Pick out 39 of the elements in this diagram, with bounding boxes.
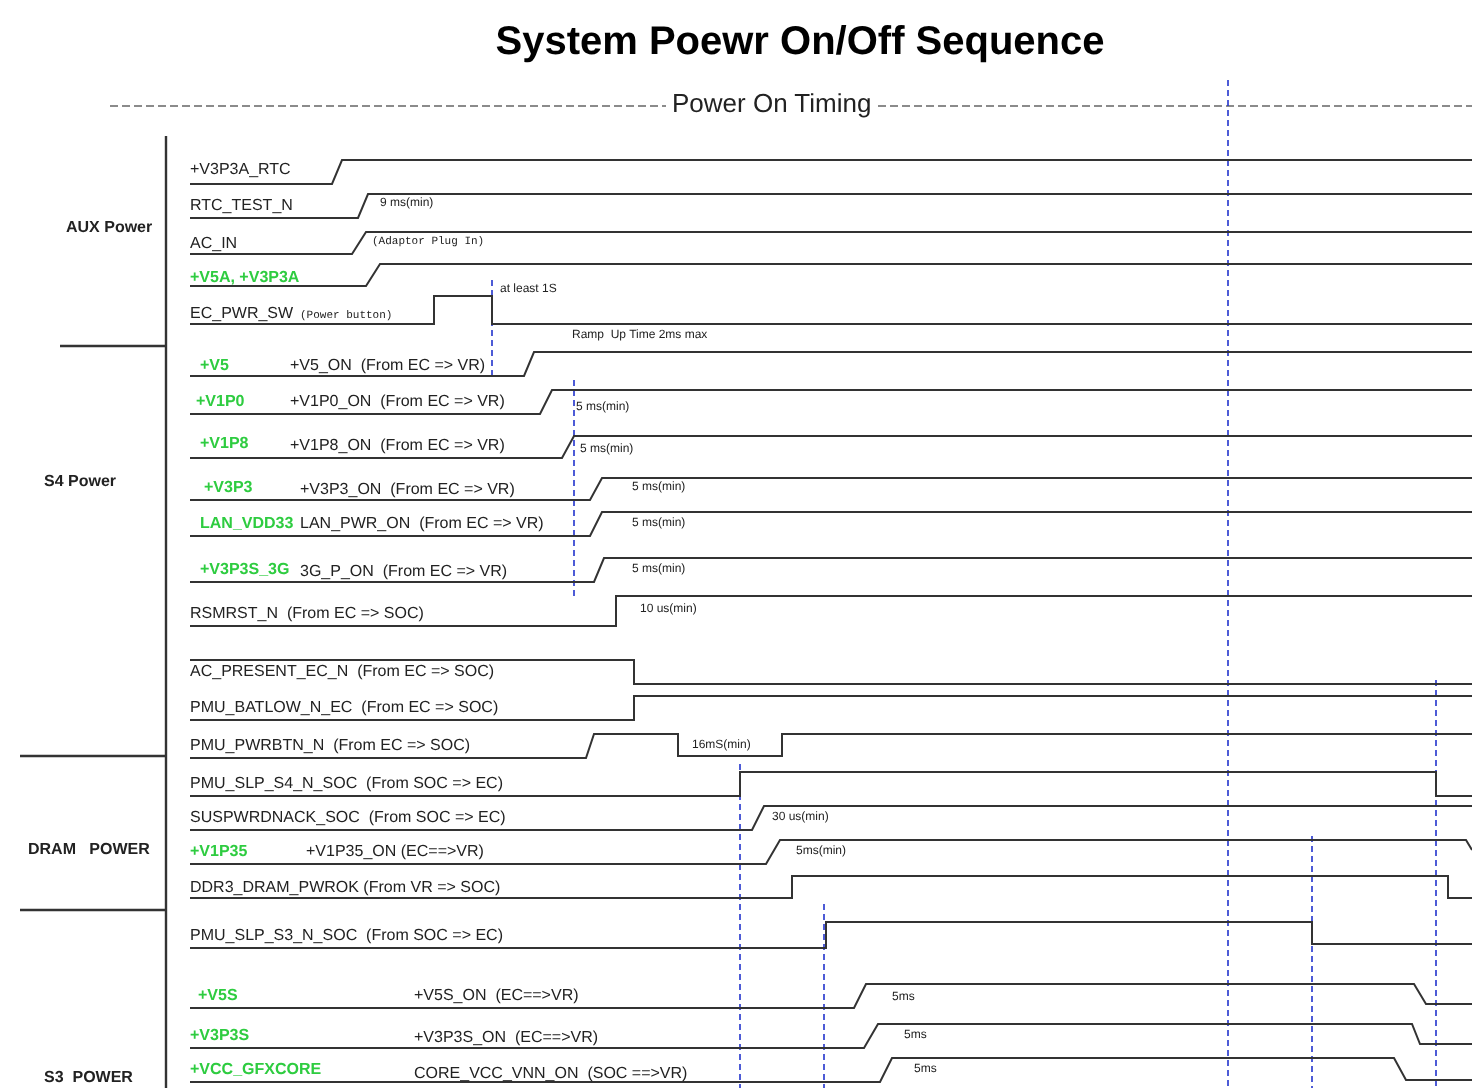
- signal-name: +V5S_ON (EC==>VR): [414, 988, 579, 1004]
- power-rail-name: +V3P3S_3G: [200, 562, 290, 578]
- group-label: AUX Power: [66, 220, 153, 236]
- signal-name: +V1P0_ON (From EC => VR): [290, 394, 505, 410]
- signal-name: RSMRST_N (From EC => SOC): [190, 606, 424, 622]
- section-heading: Power On Timing: [666, 90, 878, 116]
- group-label: DRAM POWER: [28, 842, 150, 858]
- power-rail-name: +V1P8: [200, 436, 249, 452]
- group-label: S4 Power: [44, 474, 117, 490]
- power-rail-name: +V5: [200, 358, 229, 374]
- signal-name: CORE_VCC_VNN_ON (SOC ==>VR): [414, 1066, 688, 1082]
- signal-name: LAN_PWR_ON (From EC => VR): [300, 516, 544, 532]
- signal-name: 3G_P_ON (From EC => VR): [300, 564, 508, 580]
- group-label: S3 POWER: [44, 1070, 133, 1086]
- power-rail-name: +V3P3: [204, 480, 253, 496]
- signal-name: AC_PRESENT_EC_N (From EC => SOC): [190, 664, 495, 680]
- signal-name: +V5_ON (From EC => VR): [290, 358, 486, 374]
- signal-name: +V3P3_ON (From EC => VR): [300, 482, 515, 498]
- power-rail-name: +V5S: [198, 988, 238, 1004]
- signal-name: EC_PWR_SW: [190, 306, 294, 322]
- signal-name: SUSPWRDNACK_SOC (From SOC => EC): [190, 810, 506, 826]
- signal-name: RTC_TEST_N: [190, 198, 293, 214]
- signal-name: +V1P35_ON (EC==>VR): [306, 844, 484, 860]
- power-rail-name: LAN_VDD33: [200, 516, 294, 532]
- signal-name: PMU_SLP_S4_N_SOC (From SOC => EC): [190, 776, 503, 792]
- power-rail-name: +V3P3S: [190, 1028, 250, 1044]
- signal-name: AC_IN: [190, 236, 238, 252]
- power-rail-name: +VCC_GFXCORE: [190, 1062, 322, 1078]
- signal-name: +V1P8_ON (From EC => VR): [290, 438, 505, 454]
- signal-name: PMU_BATLOW_N_EC (From EC => SOC): [190, 700, 499, 716]
- signal-name: PMU_PWRBTN_N (From EC => SOC): [190, 738, 471, 754]
- signal-name: +V3P3S_ON (EC==>VR): [414, 1030, 599, 1046]
- signal-name: +V3P3A_RTC: [190, 162, 291, 178]
- power-rail-name: +V1P35: [190, 844, 248, 860]
- power-rail-name: +V5A, +V3P3A: [190, 270, 300, 286]
- signal-name: PMU_SLP_S3_N_SOC (From SOC => EC): [190, 928, 503, 944]
- signal-name: DDR3_DRAM_PWROK (From VR => SOC): [190, 880, 501, 896]
- power-rail-name: +V1P0: [196, 394, 245, 410]
- diagram-title: System Poewr On/Off Sequence: [493, 20, 1107, 66]
